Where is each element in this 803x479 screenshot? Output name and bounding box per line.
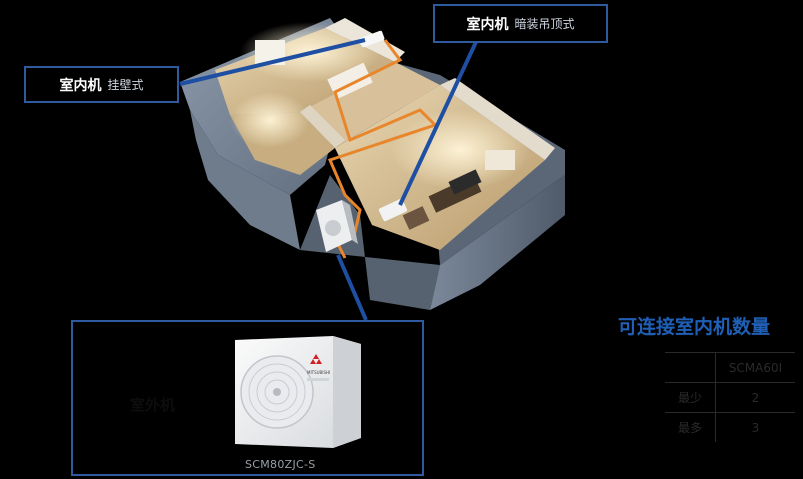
callout-ceiling-concealed: 室内机 暗装吊顶式	[433, 4, 608, 43]
wall-ac-unit	[359, 30, 385, 48]
callout-wall-main: 室内机	[59, 77, 102, 94]
table-row: 最多 3	[665, 412, 795, 442]
outdoor-unit-panel: 室外机 MITSUBISHI SCM80ZJC-S	[71, 320, 424, 476]
hall-floor	[300, 62, 440, 148]
mitsubishi-logo-icon	[310, 354, 322, 364]
connector-ceiling-unit	[398, 41, 478, 206]
fan-grille-icon	[240, 355, 314, 429]
mini-outdoor-unit	[316, 200, 358, 252]
row-value-max: 3	[715, 412, 795, 442]
callout-ceiling-sub: 暗装吊顶式	[514, 17, 575, 31]
table-row: SCMA60I	[665, 352, 795, 383]
callout-wall-sub: 挂壁式	[107, 78, 144, 92]
outdoor-model-label: SCM80ZJC-S	[245, 458, 316, 471]
house-front-wall-left	[190, 110, 300, 250]
connector-wall-unit	[179, 38, 366, 86]
callout-ceiling-main: 室内机	[466, 16, 509, 33]
outdoor-unit-label: 室外机	[130, 396, 176, 414]
brand-wordmark: MITSUBISHI	[307, 370, 330, 375]
interior-wall-mid	[300, 105, 345, 148]
connector-outdoor-unit	[336, 254, 368, 321]
tv-cabinet	[485, 150, 515, 170]
outdoor-unit-image: MITSUBISHI	[235, 336, 361, 448]
capacity-table: SCMA60I 最少 2 最多 3	[665, 352, 795, 442]
capacity-title: 可连接室内机数量	[618, 316, 771, 338]
light-glow-left	[230, 92, 310, 148]
interior-wall-living	[440, 78, 555, 160]
side-chair	[402, 206, 430, 230]
row-value-min: 2	[715, 382, 795, 413]
table-row: 最少 2	[665, 382, 795, 413]
table-header-empty	[665, 352, 716, 383]
row-label-max: 最多	[665, 412, 716, 442]
house-right-wall	[430, 175, 565, 310]
row-label-min: 最少	[665, 382, 716, 413]
callout-wall-mounted: 室内机 挂壁式	[24, 66, 179, 103]
table-header-model: SCMA60I	[715, 352, 795, 383]
house-model	[180, 18, 565, 310]
coffee-table	[448, 169, 482, 195]
